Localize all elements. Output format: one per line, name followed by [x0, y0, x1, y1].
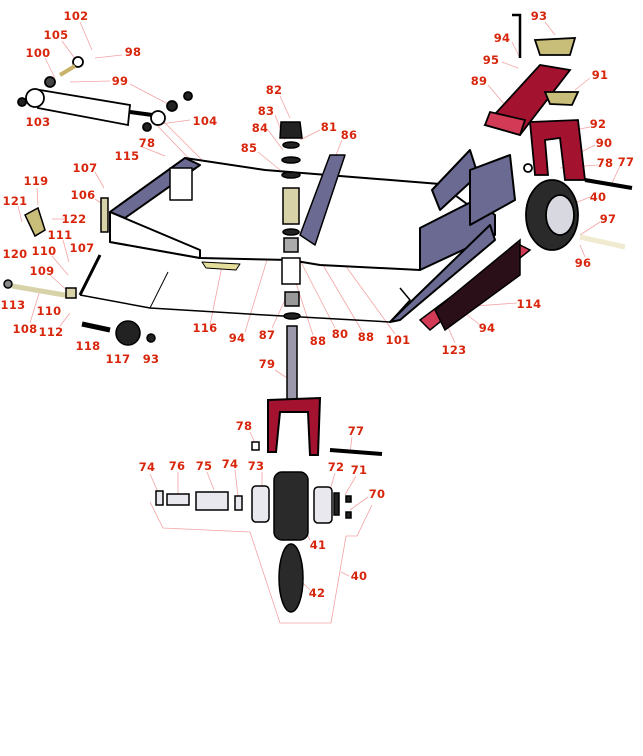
part-label[interactable]: 107 [72, 161, 98, 175]
part-label[interactable]: 77 [347, 424, 365, 438]
part-label[interactable]: 74 [221, 457, 239, 471]
part-label[interactable]: 113 [0, 298, 26, 312]
part-label[interactable]: 76 [168, 459, 186, 473]
part-label[interactable]: 123 [441, 343, 467, 357]
part-label[interactable]: 78 [596, 156, 614, 170]
part-label[interactable]: 107 [69, 241, 95, 255]
part-label[interactable]: 118 [75, 339, 101, 353]
part-label[interactable]: 98 [124, 45, 142, 59]
part-label[interactable]: 90 [595, 136, 613, 150]
part-label[interactable]: 73 [247, 459, 265, 473]
part-label[interactable]: 94 [493, 31, 511, 45]
part-label[interactable]: 70 [368, 487, 386, 501]
part-label[interactable]: 78 [138, 136, 156, 150]
part-label[interactable]: 72 [327, 460, 345, 474]
part-label[interactable]: 116 [192, 321, 218, 335]
part-label[interactable]: 120 [2, 247, 28, 261]
part-label[interactable]: 88 [309, 334, 327, 348]
right-wheel-assembly [483, 13, 633, 251]
part-label[interactable]: 114 [516, 297, 542, 311]
part-label[interactable]: 40 [589, 190, 607, 204]
part-label[interactable]: 109 [29, 264, 55, 278]
part-label[interactable]: 102 [63, 9, 89, 23]
part-label[interactable]: 110 [36, 304, 62, 318]
part-label[interactable]: 83 [257, 104, 275, 118]
part-label[interactable]: 77 [617, 155, 635, 169]
part-label[interactable]: 40 [350, 569, 368, 583]
part-label[interactable]: 94 [228, 331, 246, 345]
part-label[interactable]: 85 [240, 141, 258, 155]
part-label[interactable]: 81 [320, 120, 338, 134]
part-label[interactable]: 100 [25, 46, 51, 60]
part-label[interactable]: 97 [599, 212, 617, 226]
part-label[interactable]: 105 [43, 28, 69, 42]
part-label[interactable]: 96 [574, 256, 592, 270]
part-label[interactable]: 119 [23, 174, 49, 188]
part-label[interactable]: 91 [591, 68, 609, 82]
part-label[interactable]: 86 [340, 128, 358, 142]
part-label[interactable]: 88 [357, 330, 375, 344]
part-label[interactable]: 75 [195, 459, 213, 473]
part-label[interactable]: 104 [192, 114, 218, 128]
part-label[interactable]: 101 [385, 333, 411, 347]
part-label[interactable]: 74 [138, 460, 156, 474]
part-label[interactable]: 80 [331, 327, 349, 341]
caster-fork [267, 396, 322, 456]
spindle-stack [279, 121, 303, 407]
part-label[interactable]: 87 [258, 328, 276, 342]
part-label[interactable]: 84 [251, 121, 269, 135]
part-label[interactable]: 71 [350, 463, 368, 477]
part-label[interactable]: 99 [111, 74, 129, 88]
part-label[interactable]: 110 [31, 244, 57, 258]
part-label[interactable]: 93 [142, 352, 160, 366]
part-label[interactable]: 103 [25, 115, 51, 129]
height-adjust-linkage [3, 197, 156, 346]
part-label[interactable]: 106 [70, 188, 96, 202]
part-label[interactable]: 115 [114, 149, 140, 163]
part-label[interactable]: 122 [61, 212, 87, 226]
caster-wheel-parts [155, 471, 352, 613]
leader-lines [17, 21, 621, 624]
part-label[interactable]: 42 [308, 586, 326, 600]
part-label[interactable]: 89 [470, 74, 488, 88]
part-label[interactable]: 41 [309, 538, 327, 552]
part-label[interactable]: 94 [478, 321, 496, 335]
part-label[interactable]: 95 [482, 53, 500, 67]
part-label[interactable]: 111 [47, 228, 73, 242]
part-label[interactable]: 117 [105, 352, 131, 366]
lift-cylinder [17, 56, 193, 132]
part-label[interactable]: 121 [2, 194, 28, 208]
part-label[interactable]: 92 [589, 117, 607, 131]
part-label[interactable]: 78 [235, 419, 253, 433]
part-label[interactable]: 82 [265, 83, 283, 97]
part-label[interactable]: 93 [530, 9, 548, 23]
part-label[interactable]: 108 [12, 322, 38, 336]
part-label[interactable]: 79 [258, 357, 276, 371]
part-label[interactable]: 112 [38, 325, 64, 339]
